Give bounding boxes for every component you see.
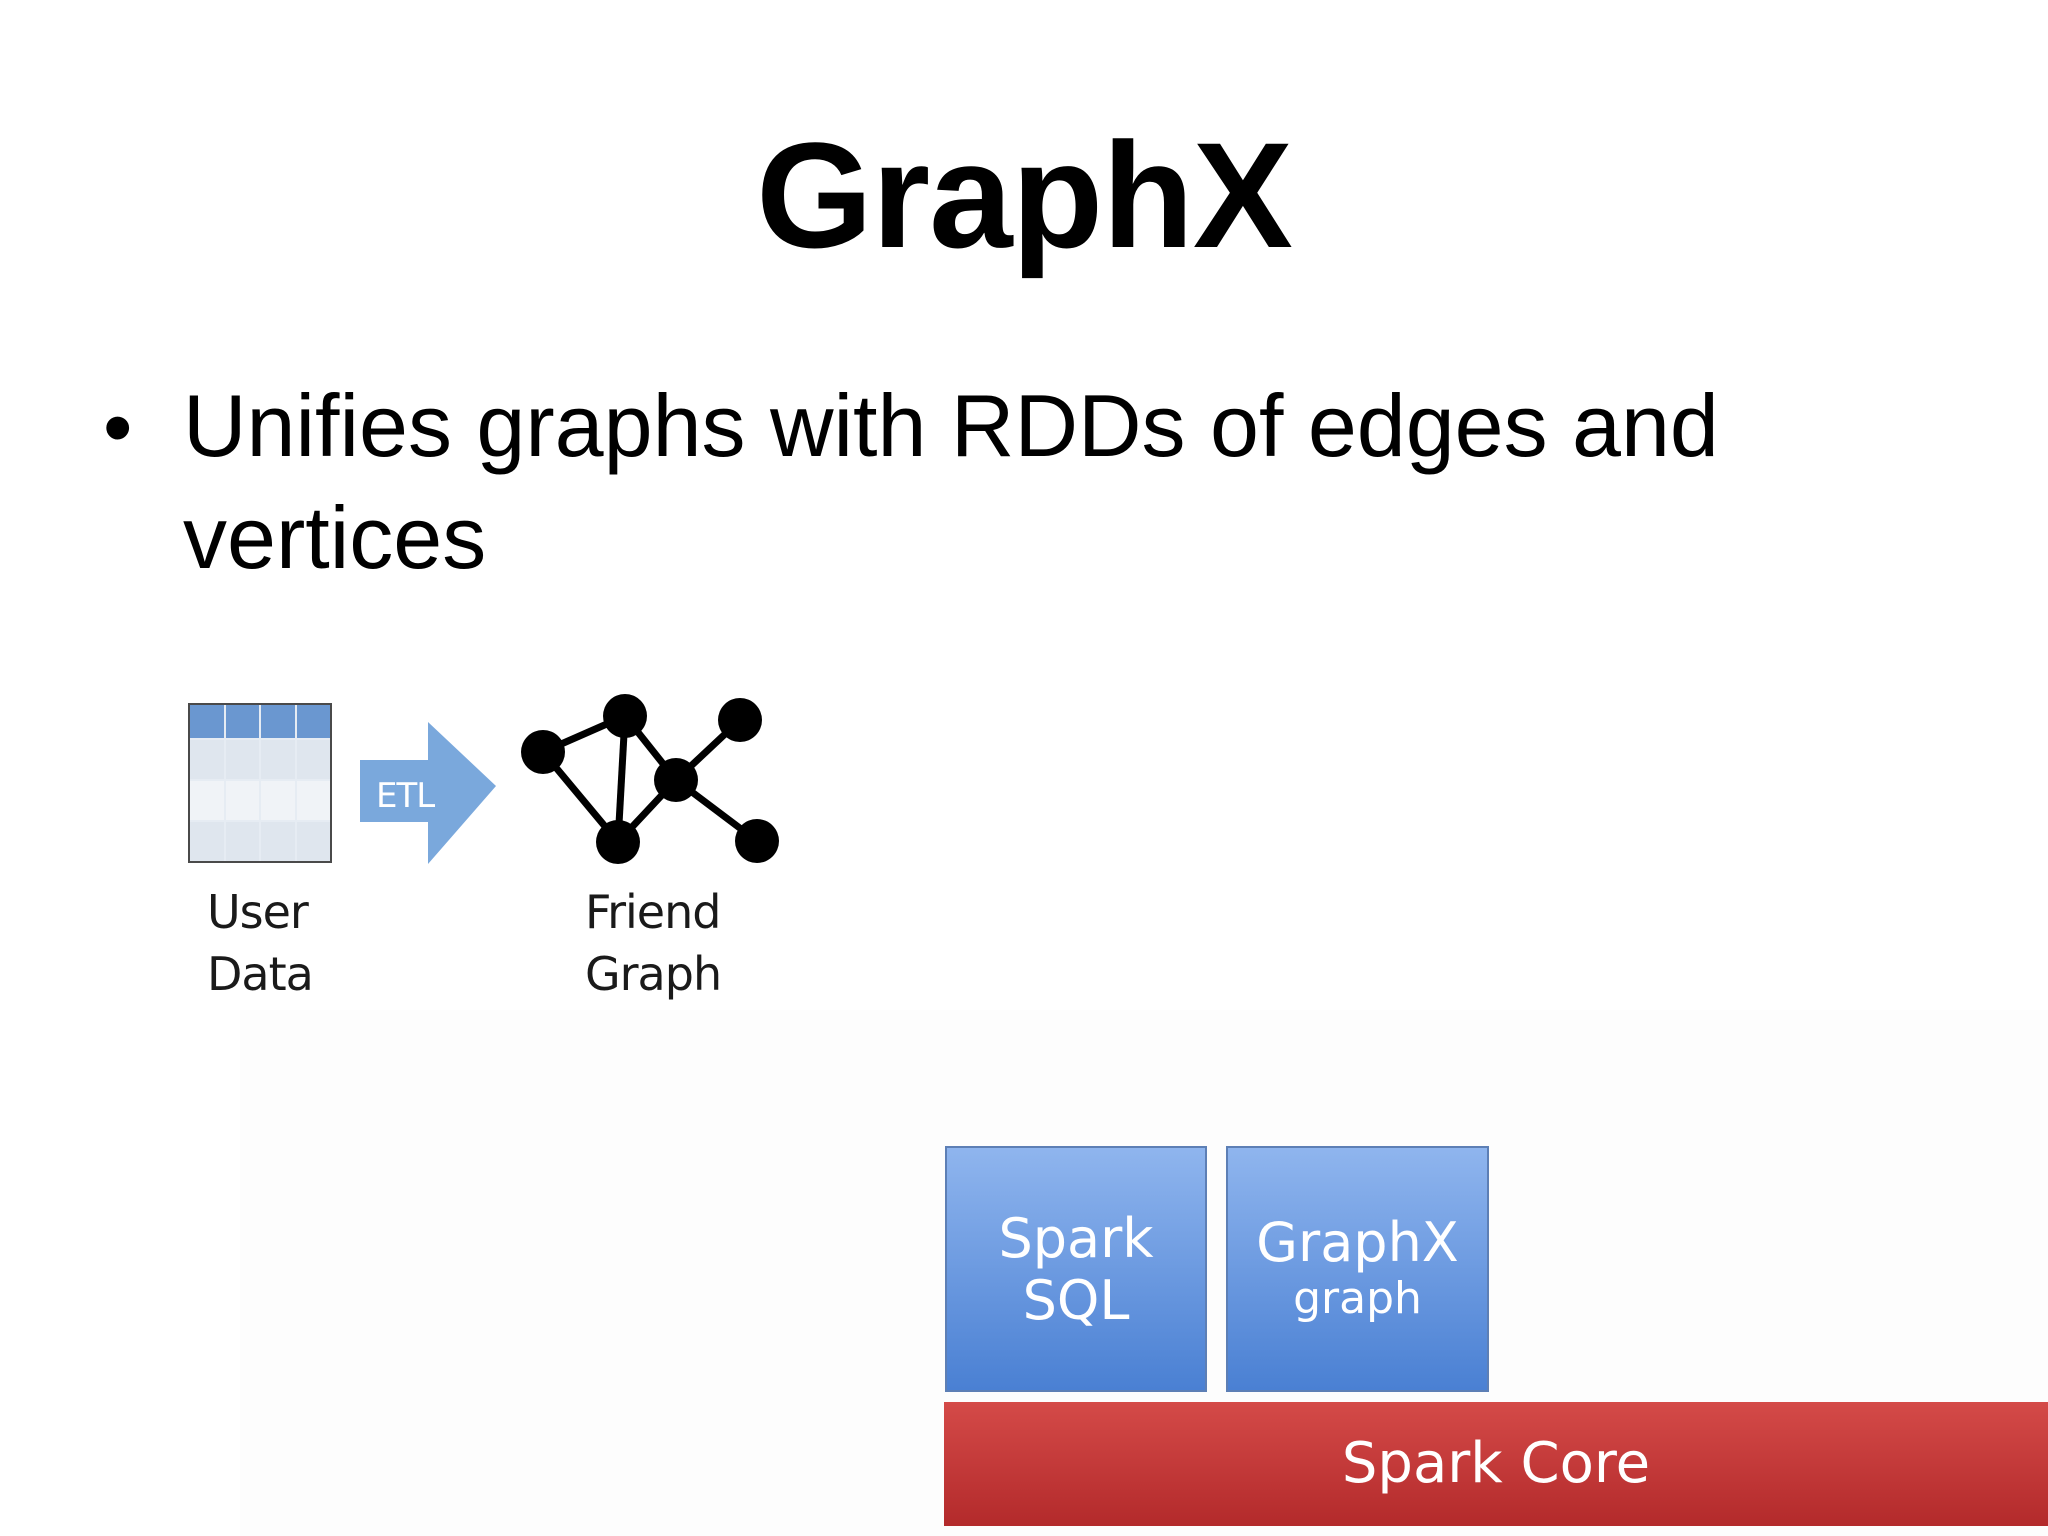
user-data-caption: User Data xyxy=(207,881,314,1005)
graphx-block-line1: GraphX xyxy=(1256,1211,1459,1274)
friend-graph-icon xyxy=(521,694,779,864)
bullet-marker: • xyxy=(103,380,133,474)
bullet-text: Unifies graphs with RDDs of edges and ve… xyxy=(183,376,1719,587)
slide-title: GraphX xyxy=(756,111,1293,279)
friend-graph-caption: Friend Graph xyxy=(585,881,722,1005)
spark-core-block: Spark Core xyxy=(944,1402,2048,1526)
etl-arrow-icon xyxy=(360,722,496,864)
etl-label: ETL xyxy=(376,776,435,816)
graphx-block: GraphX graph xyxy=(1226,1146,1489,1392)
spark-sql-block: Spark SQL xyxy=(945,1146,1207,1392)
friend-graph-caption-line1: Friend xyxy=(585,885,721,939)
user-data-caption-line1: User xyxy=(207,885,309,939)
friend-graph-caption-line2: Graph xyxy=(585,947,722,1001)
graphx-block-line2: graph xyxy=(1293,1273,1422,1324)
spark-sql-line1: Spark xyxy=(998,1207,1154,1270)
spark-sql-line2: SQL xyxy=(1022,1269,1130,1332)
user-data-caption-line2: Data xyxy=(207,947,314,1001)
user-data-table-icon xyxy=(188,703,332,863)
